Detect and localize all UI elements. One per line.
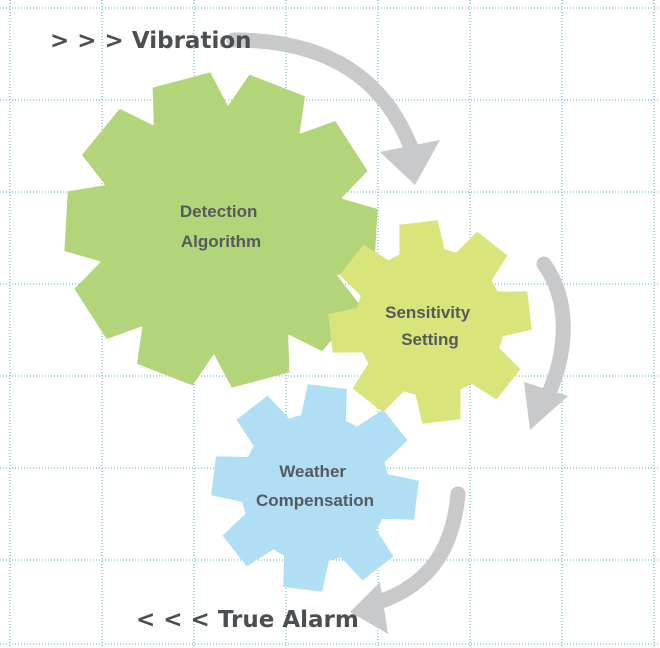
gear-weather-compensation: Weather Compensation <box>211 384 419 592</box>
gear-detection-shape <box>64 72 378 388</box>
gear-weather-shape <box>211 384 419 592</box>
gear-sensitivity-label: Sensitivity Setting <box>385 303 475 349</box>
gear-detection-algorithm: Detection Algorithm <box>64 72 378 388</box>
gear-sensitivity-shape <box>328 220 532 424</box>
arrow-weather-to-alarm <box>350 486 466 634</box>
output-true-alarm-label: < < < True Alarm <box>136 607 359 633</box>
arrow-vibration-to-detection <box>226 32 440 185</box>
gear-sensitivity-setting: Sensitivity Setting <box>328 220 532 424</box>
input-vibration-label: > > > Vibration <box>50 28 252 54</box>
flow-arrows <box>226 32 571 634</box>
arrow-sensitivity-down <box>524 256 571 430</box>
gear-weather-label: Weather Compensation <box>256 462 374 510</box>
gear-detection-label: Detection Algorithm <box>180 202 262 251</box>
